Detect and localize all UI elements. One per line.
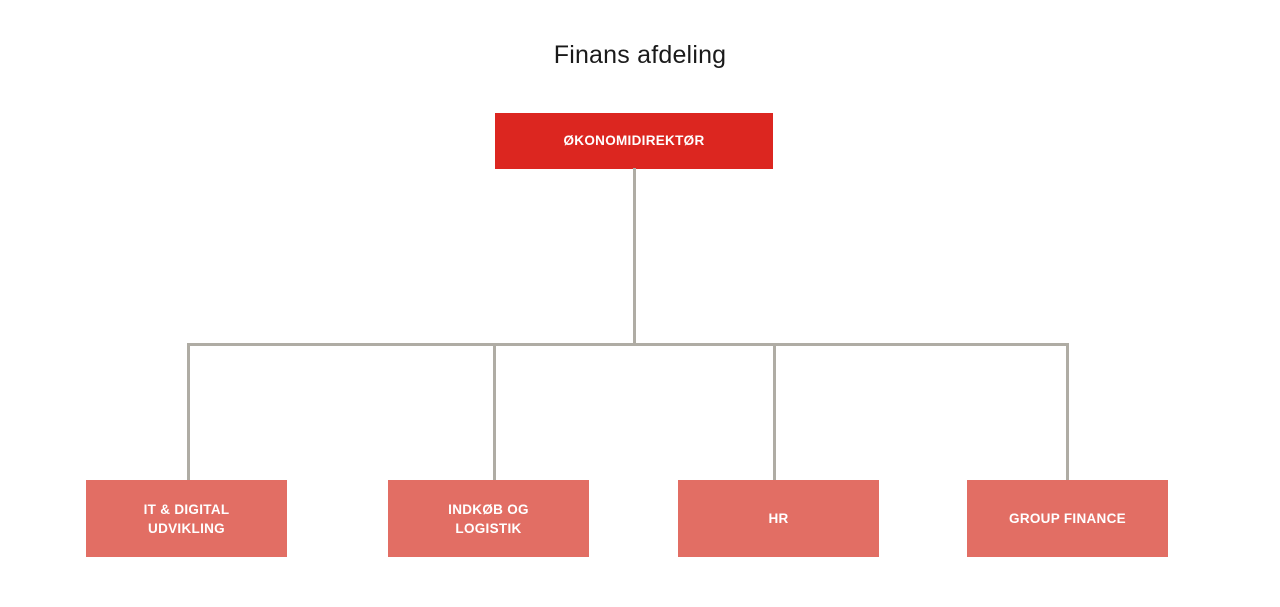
org-node-it-digital-udvikling[interactable]: IT & DIGITAL UDVIKLING <box>86 480 287 557</box>
org-node-label: IT & DIGITAL UDVIKLING <box>143 501 230 536</box>
org-node-hr[interactable]: HR <box>678 480 879 557</box>
org-node-label: GROUP FINANCE <box>1009 511 1126 526</box>
org-node-label: INDKØB OG LOGISTIK <box>448 501 529 536</box>
connector-drop-2 <box>493 343 496 480</box>
connector-drop-4 <box>1066 343 1069 480</box>
org-node-root[interactable]: ØKONOMIDIREKTØR <box>495 113 773 169</box>
connector-root-stem <box>633 168 636 344</box>
connector-horizontal-bus <box>187 343 1069 346</box>
org-node-indkob-og-logistik[interactable]: INDKØB OG LOGISTIK <box>388 480 589 557</box>
org-node-group-finance[interactable]: GROUP FINANCE <box>967 480 1168 557</box>
connector-drop-1 <box>187 343 190 480</box>
org-node-root-label: ØKONOMIDIREKTØR <box>563 133 705 148</box>
chart-title: Finans afdeling <box>553 41 727 69</box>
org-node-label: HR <box>768 511 789 526</box>
connector-drop-3 <box>773 343 776 480</box>
